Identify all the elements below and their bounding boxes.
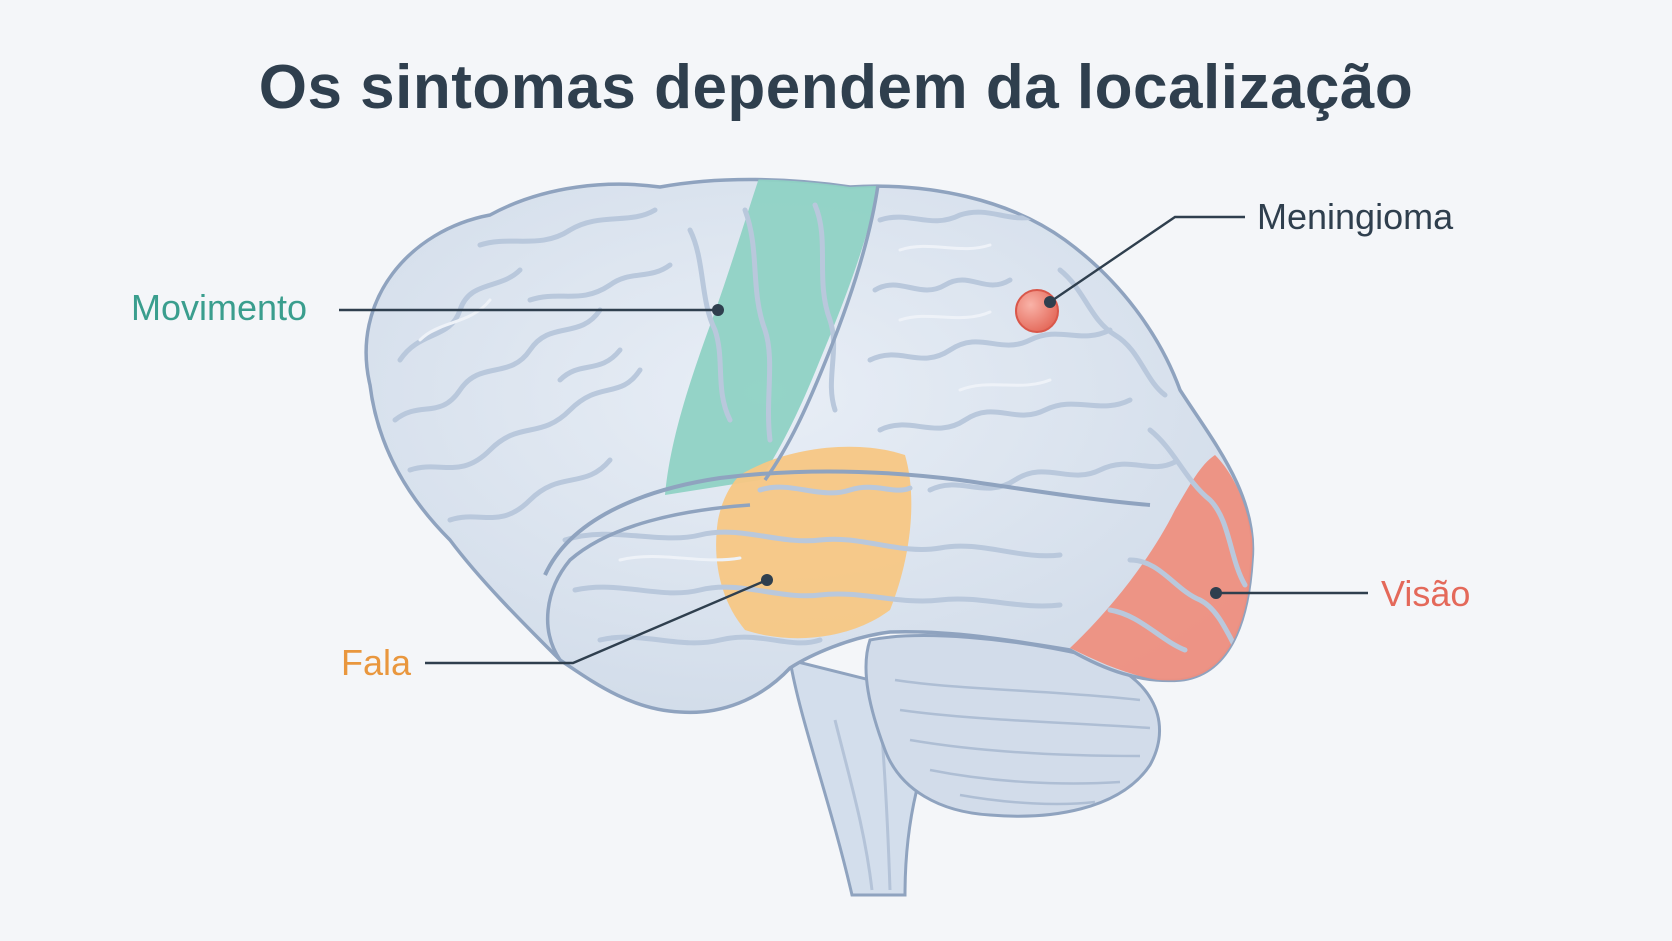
cerebellum: [864, 634, 1161, 818]
meningioma-marker-dot: [1044, 296, 1056, 308]
central-sulcus: [763, 184, 880, 482]
motor-cortex-region: [665, 179, 880, 495]
cerebrum: [364, 177, 1255, 715]
movement-marker-dot: [712, 304, 724, 316]
label-movement: Movimento: [131, 287, 307, 328]
label-speech: Fala: [341, 642, 412, 683]
lateral-fissure: [543, 469, 1151, 576]
speech-marker-dot: [761, 574, 773, 586]
vision-region: [1070, 455, 1253, 683]
meningioma-leader-line: [1049, 215, 1245, 303]
speech-leader-line: [425, 578, 768, 665]
vision-marker-dot: [1210, 587, 1222, 599]
label-vision: Visão: [1381, 573, 1470, 614]
label-meningioma: Meningioma: [1257, 196, 1454, 237]
diagram-title: Os sintomas dependem da localização: [258, 53, 1414, 122]
